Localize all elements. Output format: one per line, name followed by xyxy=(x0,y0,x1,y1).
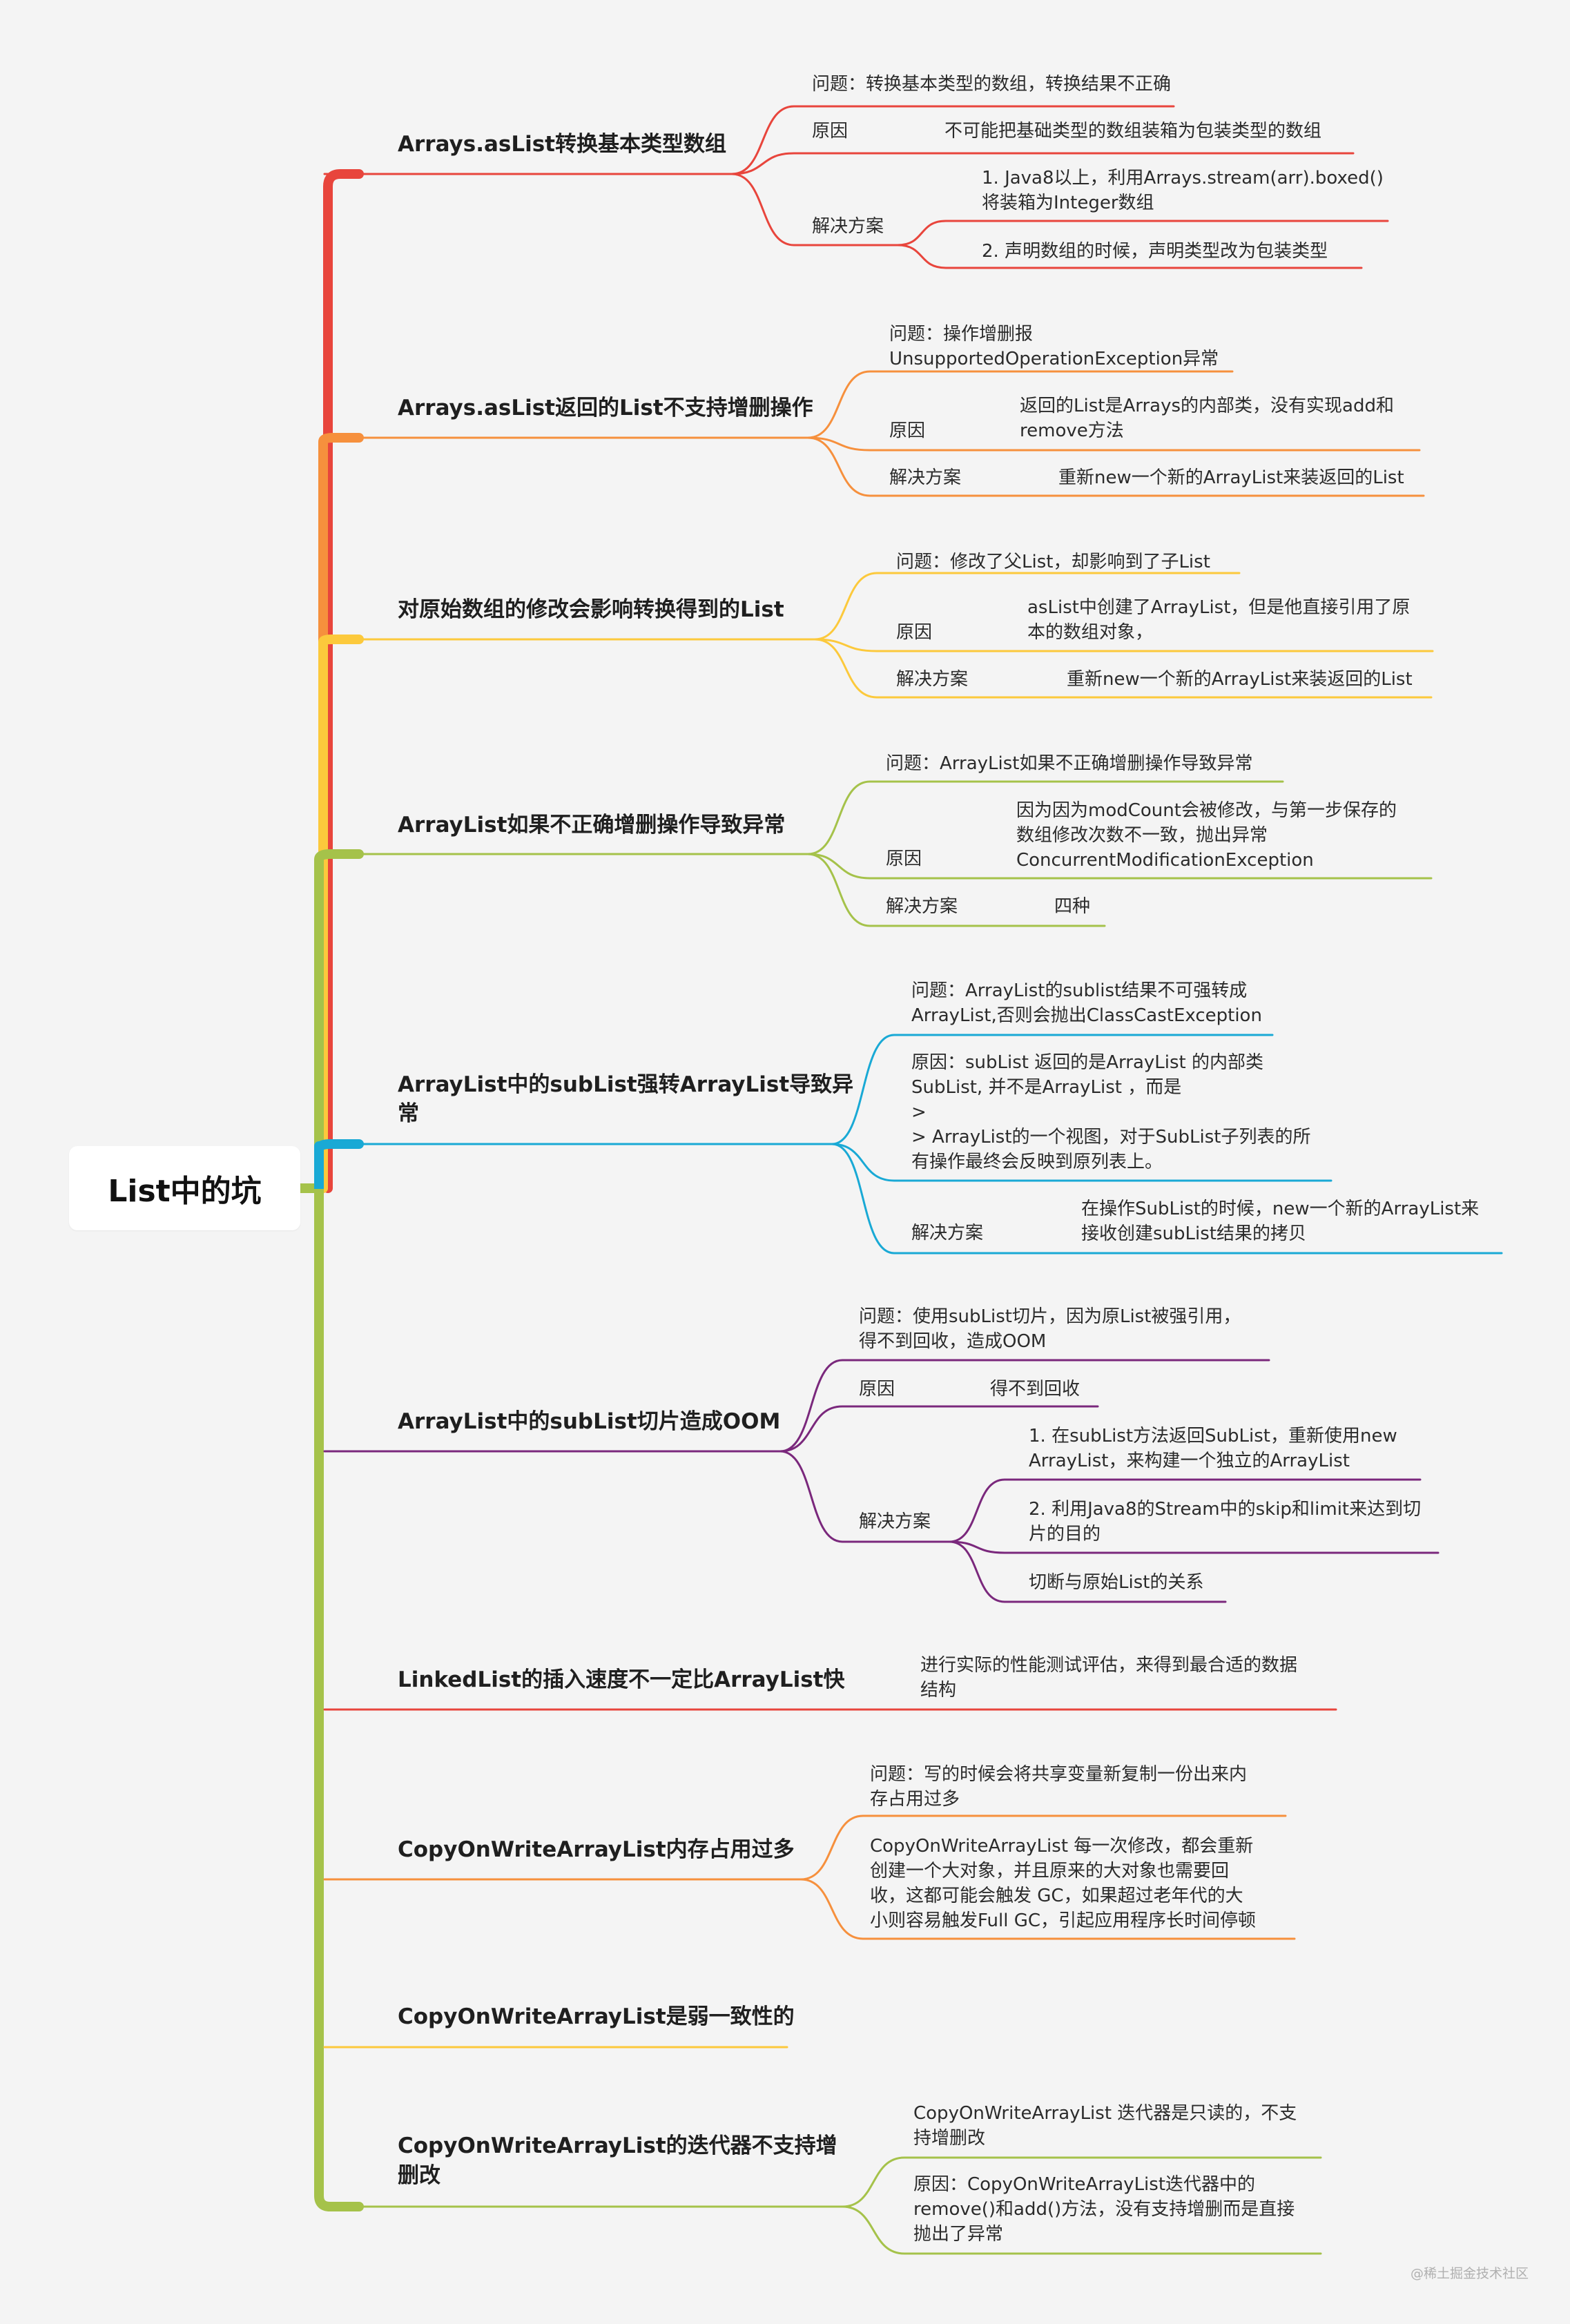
topic-5-title-b[interactable]: 常 xyxy=(398,1101,419,1126)
topic-3-problem[interactable]: 问题：修改了父List，却影响到了子List xyxy=(896,552,1210,572)
topic-10-title-b[interactable]: 删改 xyxy=(398,2163,440,2188)
topic-6-cause[interactable]: 得不到回收 xyxy=(990,1379,1080,1400)
topic-7-note-b[interactable]: 结构 xyxy=(920,1680,957,1701)
topic-5-cause-a[interactable]: 原因：subList 返回的是ArrayList 的内部类 xyxy=(911,1052,1263,1073)
topic-1-solution-1a[interactable]: 1. Java8以上，利用Arrays.stream(arr).boxed() xyxy=(982,168,1384,188)
topic-4-title[interactable]: ArrayList如果不正确增删操作导致异常 xyxy=(398,813,786,837)
topic-4-cause-b[interactable]: 数组修改次数不一致，抛出异常 xyxy=(1016,825,1268,846)
topic-8-detail-c[interactable]: 收，这都可能会触发 GC，如果超过老年代的大 xyxy=(870,1886,1243,1906)
topic-6-title[interactable]: ArrayList中的subList切片造成OOM xyxy=(398,1409,781,1434)
topic-6-solution-2b[interactable]: 片的目的 xyxy=(1029,1524,1101,1545)
topic-6-solution-1b[interactable]: ArrayList，来构建一个独立的ArrayList xyxy=(1029,1451,1350,1471)
topic-2-cause-label[interactable]: 原因 xyxy=(889,420,926,441)
topic-2-problem-b[interactable]: UnsupportedOperationException异常 xyxy=(889,349,1219,369)
topic-4-solution[interactable]: 四种 xyxy=(1054,896,1091,917)
trunk-red xyxy=(323,169,364,1193)
topic-2-problem-a[interactable]: 问题：操作增删报 xyxy=(889,324,1034,345)
topic-5-problem-a[interactable]: 问题：ArrayList的sublist结果不可强转成 xyxy=(911,980,1248,1001)
topic-5-cause-d[interactable]: > ArrayList的一个视图，对于SubList子列表的所 xyxy=(911,1127,1311,1148)
topic-3-cause-label[interactable]: 原因 xyxy=(896,622,933,643)
topic-1-problem[interactable]: 问题：转换基本类型的数组，转换结果不正确 xyxy=(812,74,1172,95)
topic-4-cause-c[interactable]: ConcurrentModificationException xyxy=(1016,850,1314,871)
topic-6-problem-a[interactable]: 问题：使用subList切片，因为原List被强引用， xyxy=(859,1306,1241,1327)
topic-2-cause-b[interactable]: remove方法 xyxy=(1020,420,1124,441)
topic-5-cause-e[interactable]: 有操作最终会反映到原列表上。 xyxy=(911,1152,1163,1172)
topic-5-solution-b[interactable]: 接收创建subList结果的拷贝 xyxy=(1081,1223,1306,1244)
topic-1-cause-label[interactable]: 原因 xyxy=(812,121,849,142)
topic-4-problem[interactable]: 问题：ArrayList如果不正确增删操作导致异常 xyxy=(886,753,1253,774)
trunk-green-lower xyxy=(314,1183,364,2211)
topic-1-cause[interactable]: 不可能把基础类型的数组装箱为包装类型的数组 xyxy=(944,121,1322,142)
topic-6-solution-1a[interactable]: 1. 在subList方法返回SubList，重新使用new xyxy=(1029,1426,1397,1446)
topic-4-solution-label[interactable]: 解决方案 xyxy=(886,896,958,917)
topic-8-detail-a[interactable]: CopyOnWriteArrayList 每一次修改，都会重新 xyxy=(870,1836,1254,1857)
topic-7-note-a[interactable]: 进行实际的性能测试评估，来得到最合适的数据 xyxy=(920,1655,1298,1676)
topic-9-title[interactable]: CopyOnWriteArrayList是弱一致性的 xyxy=(398,2004,795,2029)
root-node[interactable]: List中的坑 xyxy=(69,1146,300,1230)
topic-5-cause-b[interactable]: SubList, 并不是ArrayList ，而是 xyxy=(911,1077,1182,1098)
topic-5-solution-label[interactable]: 解决方案 xyxy=(911,1223,984,1243)
topic-5-problem-b[interactable]: ArrayList,否则会抛出ClassCastException xyxy=(911,1005,1262,1026)
topic-1-title[interactable]: Arrays.asList转换基本类型数组 xyxy=(398,132,726,157)
topic-7-title[interactable]: LinkedList的插入速度不一定比ArrayList快 xyxy=(398,1667,845,1692)
topic-3-cause-b[interactable]: 本的数组对象， xyxy=(1027,622,1154,643)
topic-2-title[interactable]: Arrays.asList返回的List不支持增删操作 xyxy=(398,396,813,420)
topic-8-problem-b[interactable]: 存占用过多 xyxy=(870,1789,960,1810)
topic-6-solution-3[interactable]: 切断与原始List的关系 xyxy=(1029,1572,1204,1593)
topic-10-cause-b[interactable]: remove()和add()方法，没有支持增删而是直接 xyxy=(913,2199,1295,2220)
topic-10-note-a[interactable]: CopyOnWriteArrayList 迭代器是只读的，不支 xyxy=(913,2103,1297,2124)
topic-8-problem-a[interactable]: 问题：写的时候会将共享变量新复制一份出来内 xyxy=(870,1764,1248,1785)
topic-5-cause-c[interactable]: > xyxy=(911,1102,927,1123)
topic-2-cause-a[interactable]: 返回的List是Arrays的内部类，没有实现add和 xyxy=(1020,396,1394,416)
topic-6-problem-b[interactable]: 得不到回收，造成OOM xyxy=(859,1331,1047,1352)
topic-3-solution-label[interactable]: 解决方案 xyxy=(896,669,969,690)
topic-2-solution-label[interactable]: 解决方案 xyxy=(889,467,962,488)
topic-8-detail-b[interactable]: 创建一个大对象，并且原来的大对象也需要回 xyxy=(870,1861,1230,1881)
topic-10-note-b[interactable]: 持增删改 xyxy=(913,2128,986,2149)
topic-10-cause-a[interactable]: 原因：CopyOnWriteArrayList迭代器中的 xyxy=(913,2174,1256,2195)
topic-5-title-a[interactable]: ArrayList中的subList强转ArrayList导致异 xyxy=(398,1072,854,1097)
topic-3-cause-a[interactable]: asList中创建了ArrayList，但是他直接引用了原 xyxy=(1027,597,1411,618)
topic-3-title[interactable]: 对原始数组的修改会影响转换得到的List xyxy=(398,597,784,622)
watermark: @稀土掘金技术社区 xyxy=(1410,2266,1529,2281)
topic-3-solution[interactable]: 重新new一个新的ArrayList来装返回的List xyxy=(1067,669,1413,690)
topic-6-solution-label[interactable]: 解决方案 xyxy=(859,1511,931,1532)
topic-4-cause-label[interactable]: 原因 xyxy=(886,849,922,869)
topic-10-title-a[interactable]: CopyOnWriteArrayList的迭代器不支持增 xyxy=(398,2133,837,2158)
topic-10-cause-c[interactable]: 抛出了异常 xyxy=(913,2224,1004,2245)
topic-2-solution[interactable]: 重新new一个新的ArrayList来装返回的List xyxy=(1058,467,1404,488)
trunk-stub xyxy=(314,1146,324,1189)
topic-1-solution-1b[interactable]: 将装箱为Integer数组 xyxy=(982,193,1154,213)
topic-8-title[interactable]: CopyOnWriteArrayList内存占用过多 xyxy=(398,1837,795,1862)
topic-6-cause-label[interactable]: 原因 xyxy=(859,1379,895,1400)
topic-6-solution-2a[interactable]: 2. 利用Java8的Stream中的skip和limit来达到切 xyxy=(1029,1499,1422,1520)
topic-1-solution-2[interactable]: 2. 声明数组的时候，声明类型改为包装类型 xyxy=(982,241,1328,262)
topic-1-solution-label[interactable]: 解决方案 xyxy=(812,216,884,237)
topic-4-cause-a[interactable]: 因为因为modCount会被修改，与第一步保存的 xyxy=(1016,800,1397,821)
topic-8-detail-d[interactable]: 小则容易触发Full GC，引起应用程序长时间停顿 xyxy=(870,1910,1257,1931)
topic-5-solution-a[interactable]: 在操作SubList的时候，new一个新的ArrayList来 xyxy=(1081,1199,1480,1219)
